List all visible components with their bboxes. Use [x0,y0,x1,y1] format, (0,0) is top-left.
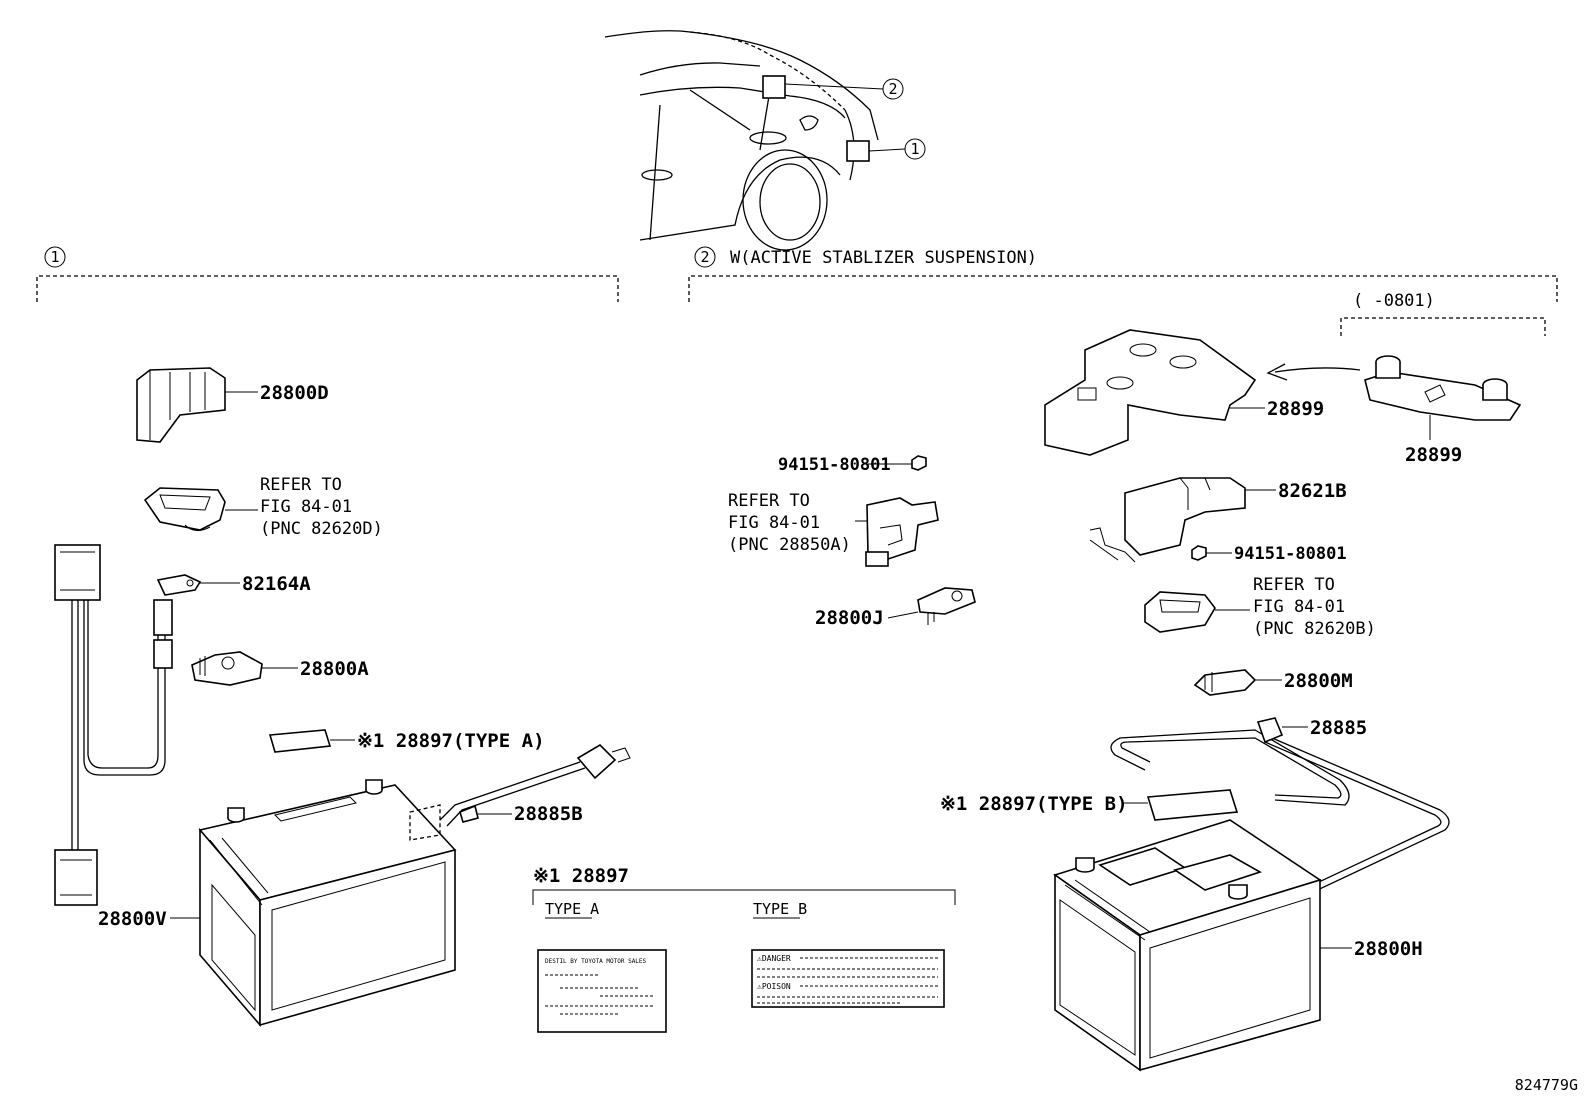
terminal-cover-28899-icon [1044,329,1265,456]
wire-harness-28800V-icon [54,544,240,906]
battery-28800V-icon [170,779,457,1028]
terminal-clamp-28800A-icon [191,651,298,686]
cable-28885B-icon [439,743,631,827]
label-28800J: 28800J [815,607,884,629]
refer-a-line1: REFER TO [260,475,342,495]
svg-text:1: 1 [910,140,919,158]
car-rear-icon [604,30,906,251]
table-title: ※1 28897 [533,865,629,887]
refer-c-line1: REFER TO [1253,575,1335,595]
label-28800D: 28800D [260,382,329,404]
cover-82621B-icon [1089,477,1276,563]
refer-c-line3: (PNC 82620B) [1253,619,1376,639]
svg-text:2: 2 [888,80,897,98]
relay-82620B-icon [1144,591,1250,633]
refer-c-line2: FIG 84-01 [1253,597,1345,617]
caution-label-b-icon [1122,789,1239,821]
label-28885B: 28885B [514,803,583,825]
refer-b-line3: (PNC 28850A) [728,535,851,555]
bracket-28850A-icon [855,497,939,567]
label-28897-type-b: ※1 28897(TYPE B) [940,793,1128,815]
label-28899-b: 28899 [1405,444,1462,466]
date-range-label: ( -0801) [1353,291,1435,311]
label-82621B: 82621B [1278,480,1347,502]
arrow-icon [1274,367,1361,373]
figure-id: 824779G [1515,1076,1578,1094]
nut-94151-left-icon [865,455,927,471]
type-a-heading: TYPE A [545,900,599,918]
arrowhead-icon [1266,363,1288,381]
terminal-28800J-icon [887,587,976,625]
label-28899-a: 28899 [1267,398,1324,420]
decal-b-poison: ⚠POISON [757,982,791,991]
callout-1-circle: 1 [904,138,926,160]
section-2-title: W(ACTIVE STABLIZER SUSPENSION) [730,248,1037,268]
refer-b-line2: FIG 84-01 [728,513,820,533]
refer-a-line2: FIG 84-01 [260,497,352,517]
battery-28800H-icon [1053,819,1352,1072]
section-2-header: 2 W(ACTIVE STABLIZER SUSPENSION) [688,246,1558,302]
refer-a-line3: (PNC 82620D) [260,519,383,539]
label-type-table: ※1 28897 TYPE A TYPE B DESTIL BY TOYOTA … [532,865,956,1033]
decal-a-header: DESTIL BY TOYOTA MOTOR SALES [545,958,647,965]
section-1-header: 1 [36,246,619,302]
label-28800H: 28800H [1354,938,1423,960]
terminal-cover-28899-small-icon [1364,355,1522,440]
label-28800M: 28800M [1284,670,1353,692]
label-82164A: 82164A [242,573,311,595]
refer-b-line1: REFER TO [728,491,810,511]
type-b-heading: TYPE B [753,900,807,918]
section-2-marker: 2 [700,248,709,266]
relay-82620D-icon [143,487,258,531]
label-28897-type-a: ※1 28897(TYPE A) [357,730,545,752]
decal-b-danger: ⚠DANGER [757,954,791,963]
label-28800V: 28800V [98,908,167,930]
section-1-marker: 1 [50,248,59,266]
nut-94151-right-icon [1191,545,1232,561]
label-28800A: 28800A [300,658,369,680]
terminal-28800M-icon [1193,669,1282,696]
label-94151-left: 94151-80801 [778,455,891,475]
connector-28800D-icon [136,367,258,443]
label-28885: 28885 [1310,717,1367,739]
label-94151-right: 94151-80801 [1234,544,1347,564]
decal-type-a-icon [537,949,667,1033]
callout-2-circle: 2 [882,78,904,100]
date-range-bracket: ( -0801) [1340,291,1546,336]
caution-label-a-icon [268,729,355,753]
